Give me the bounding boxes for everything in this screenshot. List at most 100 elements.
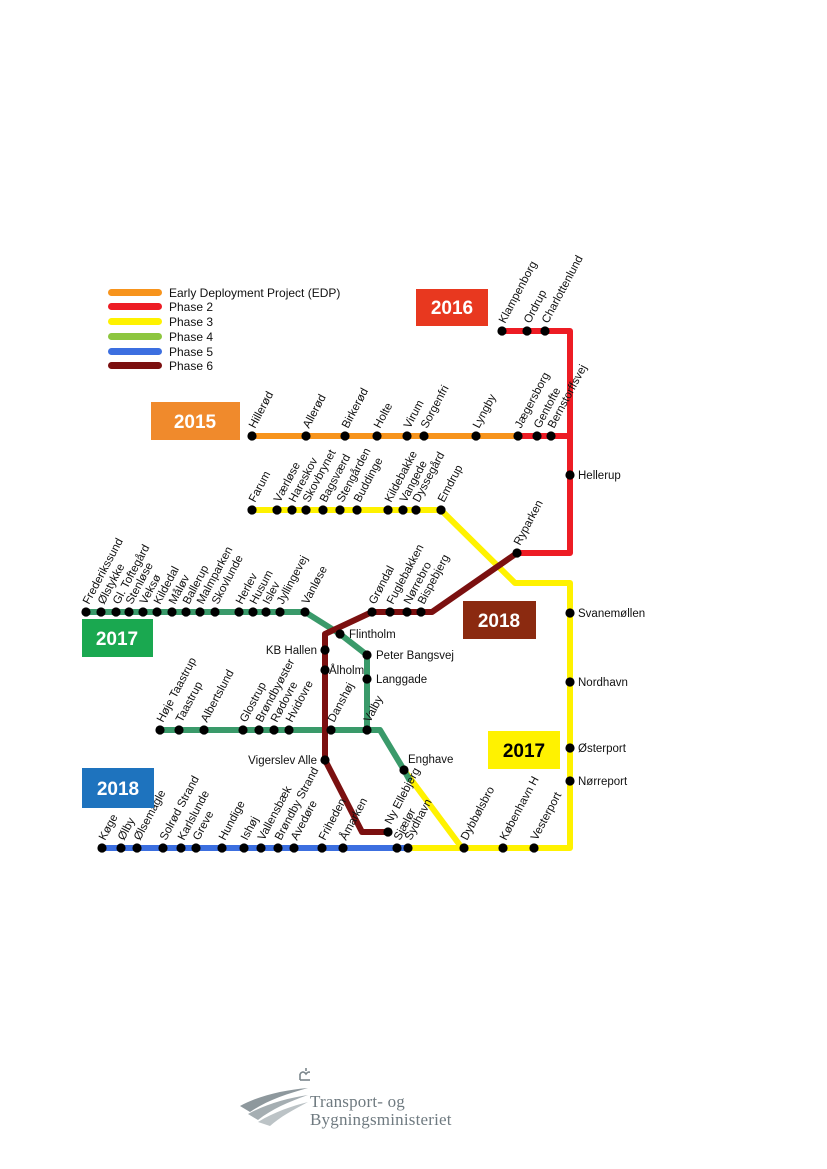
logo-line2: Bygningsministeriet [310,1110,452,1129]
legend-label-phase6: Phase 6 [169,359,213,373]
station-dot-kildedal [152,607,162,617]
station-dot-gl-toftegård [111,607,121,617]
station-dot-veksø [138,607,148,617]
station-dot-skovlunde [210,607,220,617]
station-dot-ålholm [320,665,330,675]
station-dot-ishøj [239,843,249,853]
year-box-2018-blue [82,768,154,808]
station-dot-hareskov [287,505,297,515]
station-dot-enghave [399,765,409,775]
ministry-logo: Transport- og Bygningsministeriet [238,1068,498,1132]
station-dot-dybbølsbro [459,843,469,853]
station-dot-kb-hallen [320,645,330,655]
station-dot-charlottenlund [540,326,550,336]
station-label-østerport: Østerport [578,743,627,755]
station-label-kb-hallen: KB Hallen [266,645,317,657]
station-label-holte: Holte [372,401,395,430]
logo-line1: Transport- og [310,1092,406,1111]
stations [81,326,575,853]
station-dot-malmparken [195,607,205,617]
legend-swatch-phase6 [108,362,162,369]
station-dot-ølby [116,843,126,853]
station-dot-måløv [167,607,177,617]
line-yellow-enghave [401,768,465,850]
year-label-2018-brown: 2018 [478,611,520,632]
station-dot-dyssegård [411,505,421,515]
legend-label-edp: Early Deployment Project (EDP) [169,286,340,300]
station-label-nørreport: Nørreport [578,776,628,788]
station-dot-taastrup [174,725,184,735]
station-dot-herlev [234,607,244,617]
station-dot-emdrup [436,505,446,515]
station-dot-farum [247,505,257,515]
station-dot-hvidovre [284,725,294,735]
station-label-charlottenlund: Charlottenlund [540,254,586,326]
station-dot-flintholm [335,629,345,639]
station-dot-ølsemagle [132,843,142,853]
station-dot-sydhavn [403,843,413,853]
station-dot-greve [191,843,201,853]
legend-label-phase2: Phase 2 [169,300,213,314]
legend-swatch-edp [108,289,162,296]
station-dot-glostrup [238,725,248,735]
legend-label-phase3: Phase 3 [169,315,213,329]
station-dot-islev [261,607,271,617]
station-dot-ryparken [512,548,522,558]
station-dot-valby [362,725,372,735]
station-dot-åmarken [338,843,348,853]
station-dot-vigerslev-alle [320,755,330,765]
legend-label-phase5: Phase 5 [169,345,213,359]
station-dot-køge [97,843,107,853]
year-label-2017-yellow: 2017 [503,741,545,762]
year-box-2016 [416,289,488,326]
legend: Early Deployment Project (EDP) Phase 2 P… [108,286,340,373]
year-box-2017-green [82,619,153,657]
station-label-danshøj: Danshøj [326,681,357,724]
station-dot-skovbrynet [301,505,311,515]
station-dot-høje-taastrup [155,725,165,735]
station-dot-nordhavn [565,677,575,687]
station-dot-vallensbæk [256,843,266,853]
station-dot-svanemøllen [565,608,575,618]
station-dot-vangede [398,505,408,515]
station-dot-solrød-strand [158,843,168,853]
legend-swatch-phase4 [108,333,162,340]
station-dot-brøndby-strand [273,843,283,853]
station-label-emdrup: Emdrup [436,463,466,504]
station-dot-langgade [362,674,372,684]
year-box-2015 [151,402,240,440]
station-dot-frederikssund [81,607,91,617]
station-label-allerød: Allerød [301,393,329,431]
year-label-2018-blue: 2018 [97,779,139,800]
station-dot-holte [372,431,382,441]
station-label-dybbølsbro: Dybbølsbro [459,785,497,843]
station-label-svanemøllen: Svanemøllen [578,608,645,620]
station-dot-østerport [565,743,575,753]
station-label-vigerslev-alle: Vigerslev Alle [248,755,317,767]
line-brown [322,550,519,835]
station-dot-avedøre [289,843,299,853]
station-dot-bernstorffsvej [546,431,556,441]
station-dot-bagsværd [318,505,328,515]
station-dot-jægersborg [513,431,523,441]
legend-swatch-phase5 [108,348,162,355]
station-dot-karlslunde [176,843,186,853]
year-boxes: 2016 2015 2017 2018 2017 2018 [82,289,560,808]
station-dot-gentofte [532,431,542,441]
station-dot-ølstykke [96,607,106,617]
station-dot-ny-ellebjerg [383,827,393,837]
station-dot-værløse [272,505,282,515]
year-label-2017-green: 2017 [96,629,138,650]
station-label-birkerød: Birkerød [340,386,371,430]
station-dot-nørrebro [402,607,412,617]
station-label-lyngby: Lyngby [471,392,499,430]
station-label-hellerup: Hellerup [578,470,621,482]
station-dot-fuglebakken [385,607,395,617]
station-dot-ballerup [181,607,191,617]
legend-label-phase4: Phase 4 [169,330,213,344]
station-dot-hellerup [565,470,575,480]
station-dot-bispebjerg [416,607,426,617]
line-yellow-south [250,507,573,851]
